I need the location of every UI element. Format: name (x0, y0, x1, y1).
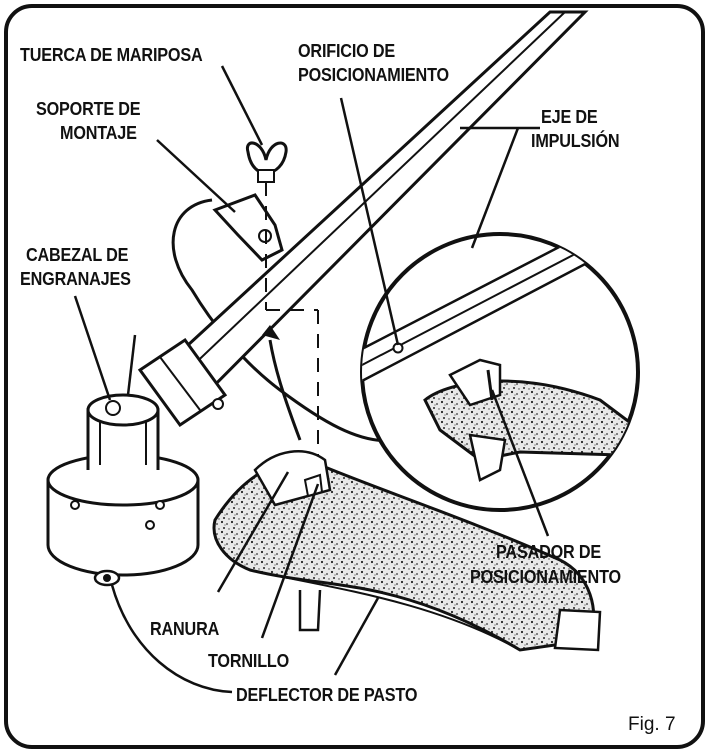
label-soporte-line2: MONTAJE (60, 123, 137, 143)
wing-nut (245, 141, 288, 183)
label-pasador-line1: PASADOR DE (496, 542, 602, 562)
label-deflector: DEFLECTOR DE PASTO (236, 685, 418, 705)
label-ranura: RANURA (150, 619, 220, 639)
label-eje-line1: EJE DE (541, 107, 598, 127)
gear-head (46, 393, 200, 587)
label-cabezal-line2: ENGRANAJES (20, 269, 131, 289)
label-tuerca-de-mariposa: TUERCA DE MARIPOSA (20, 45, 203, 65)
leader-lines (73, 65, 550, 694)
label-eje-line2: IMPULSIÓN (531, 131, 620, 151)
detail-circle (360, 232, 640, 512)
label-soporte-line1: SOPORTE DE (36, 99, 141, 119)
label-tornillo: TORNILLO (208, 651, 290, 671)
figure-caption: Fig. 7 (628, 714, 676, 735)
mounting-bracket (212, 193, 284, 262)
label-orificio-line2: POSICIONAMIENTO (298, 65, 449, 85)
label-pasador-line2: POSICIONAMIENTO (470, 567, 621, 587)
figure-frame (4, 4, 705, 749)
label-orificio-line1: ORIFICIO DE (298, 41, 396, 61)
shaft-collar (137, 337, 228, 428)
label-cabezal-line1: CABEZAL DE (26, 245, 129, 265)
